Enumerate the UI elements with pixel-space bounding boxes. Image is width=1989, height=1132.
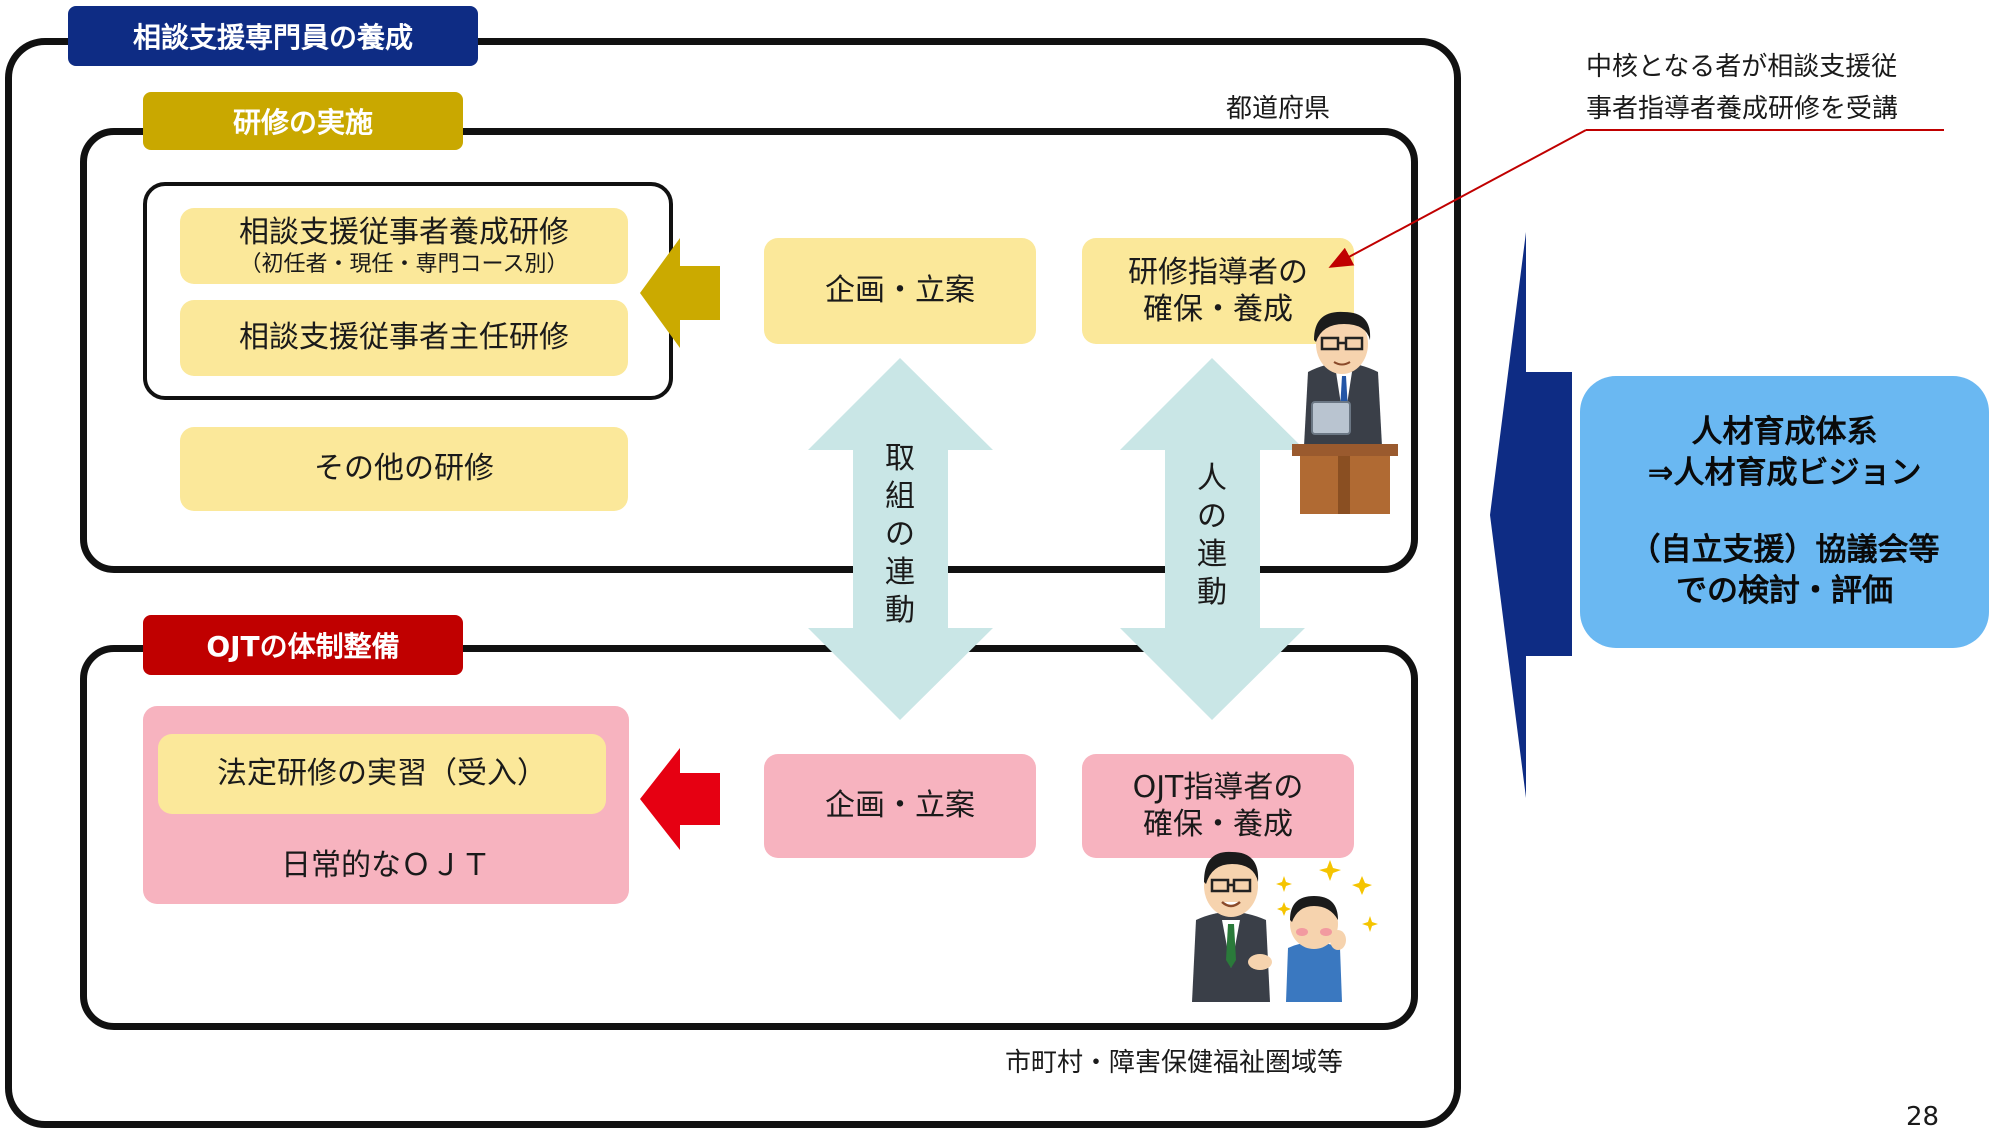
ojt-plan-label: 企画・立案 (825, 788, 975, 824)
course2-title: 相談支援従事者主任研修 (239, 320, 569, 356)
ojt-tag: OJTの体制整備 (143, 615, 463, 675)
hr-vision-line2: ⇒人材育成ビジョン (1647, 455, 1922, 492)
municipality-label: 市町村・障害保健福祉圏域等 (1005, 1048, 1344, 1078)
hr-vision-line1: 人材育成体系 (1691, 414, 1878, 451)
people-char: の (1197, 499, 1227, 535)
course1-sub: （初任者・現任・専門コース別） (239, 252, 569, 277)
effort-link-arrow (808, 358, 993, 720)
other-training-label: その他の研修 (314, 451, 494, 487)
prefecture-label: 都道府県 (1226, 94, 1331, 124)
side-left-arrow (1490, 232, 1572, 798)
ojt-instructor-line1: OJT指導者の (1132, 769, 1304, 805)
practicum-label: 法定研修の実習（受入） (217, 756, 547, 792)
course-box-1: 相談支援従事者養成研修 （初任者・現任・専門コース別） (180, 208, 628, 284)
training-plan-box: 企画・立案 (764, 238, 1036, 344)
ojt-instructor-box: OJT指導者の 確保・養成 (1082, 754, 1354, 858)
people-link-text: 人 の 連 動 (1192, 460, 1232, 612)
people-char: 動 (1197, 575, 1227, 611)
ojt-left-arrow (640, 748, 720, 850)
training-instructor-box: 研修指導者の 確保・養成 (1082, 238, 1354, 344)
ojt-instructor-line2: 確保・養成 (1143, 807, 1293, 842)
annotation-pointer (1328, 129, 1944, 268)
course-box-2: 相談支援従事者主任研修 (180, 300, 628, 376)
effort-char: 動 (885, 593, 915, 629)
training-left-arrow (640, 238, 720, 348)
training-plan-label: 企画・立案 (825, 273, 975, 309)
practicum-box: 法定研修の実習（受入） (158, 734, 606, 814)
hr-vision-line3: （自立支援）協議会等 (1629, 532, 1940, 568)
effort-link-text: 取 組 の 連 動 (880, 440, 920, 630)
people-char: 連 (1197, 537, 1227, 573)
effort-char: 組 (885, 479, 915, 515)
training-frame (80, 128, 1418, 573)
hr-vision-box: 人材育成体系 ⇒人材育成ビジョン （自立支援）協議会等 での検討・評価 (1580, 376, 1989, 648)
annotation-line1: 中核となる者が相談支援従 (1586, 52, 1898, 82)
training-instructor-line1: 研修指導者の (1128, 254, 1308, 290)
other-training-box: その他の研修 (180, 427, 628, 511)
course1-title: 相談支援従事者養成研修 (239, 214, 569, 250)
lecturer-illustration (1292, 311, 1398, 514)
training-instructor-line2: 確保・養成 (1143, 292, 1293, 327)
annotation-line2: 事者指導者養成研修を受講 (1586, 94, 1899, 124)
ojt-plan-box: 企画・立案 (764, 754, 1036, 858)
header-title: 相談支援専門員の養成 (132, 21, 413, 54)
ojt-tag-label: OJTの体制整備 (206, 630, 400, 663)
ojt-frame (80, 645, 1418, 1030)
effort-char: 連 (885, 555, 915, 591)
people-char: 人 (1197, 461, 1227, 496)
header-tag: 相談支援専門員の養成 (68, 6, 478, 66)
daily-ojt-label: 日常的なＯＪＴ (281, 848, 491, 883)
effort-char: の (885, 517, 915, 553)
training-tag-label: 研修の実施 (232, 106, 373, 139)
mentor-child-illustration (1192, 851, 1378, 1002)
people-link-arrow (1120, 358, 1305, 720)
outer-frame (5, 38, 1461, 1128)
hr-vision-line4: での検討・評価 (1676, 572, 1893, 609)
effort-char: 取 (885, 441, 915, 476)
training-tag: 研修の実施 (143, 92, 463, 150)
page-number: 28 (1906, 1102, 1940, 1132)
